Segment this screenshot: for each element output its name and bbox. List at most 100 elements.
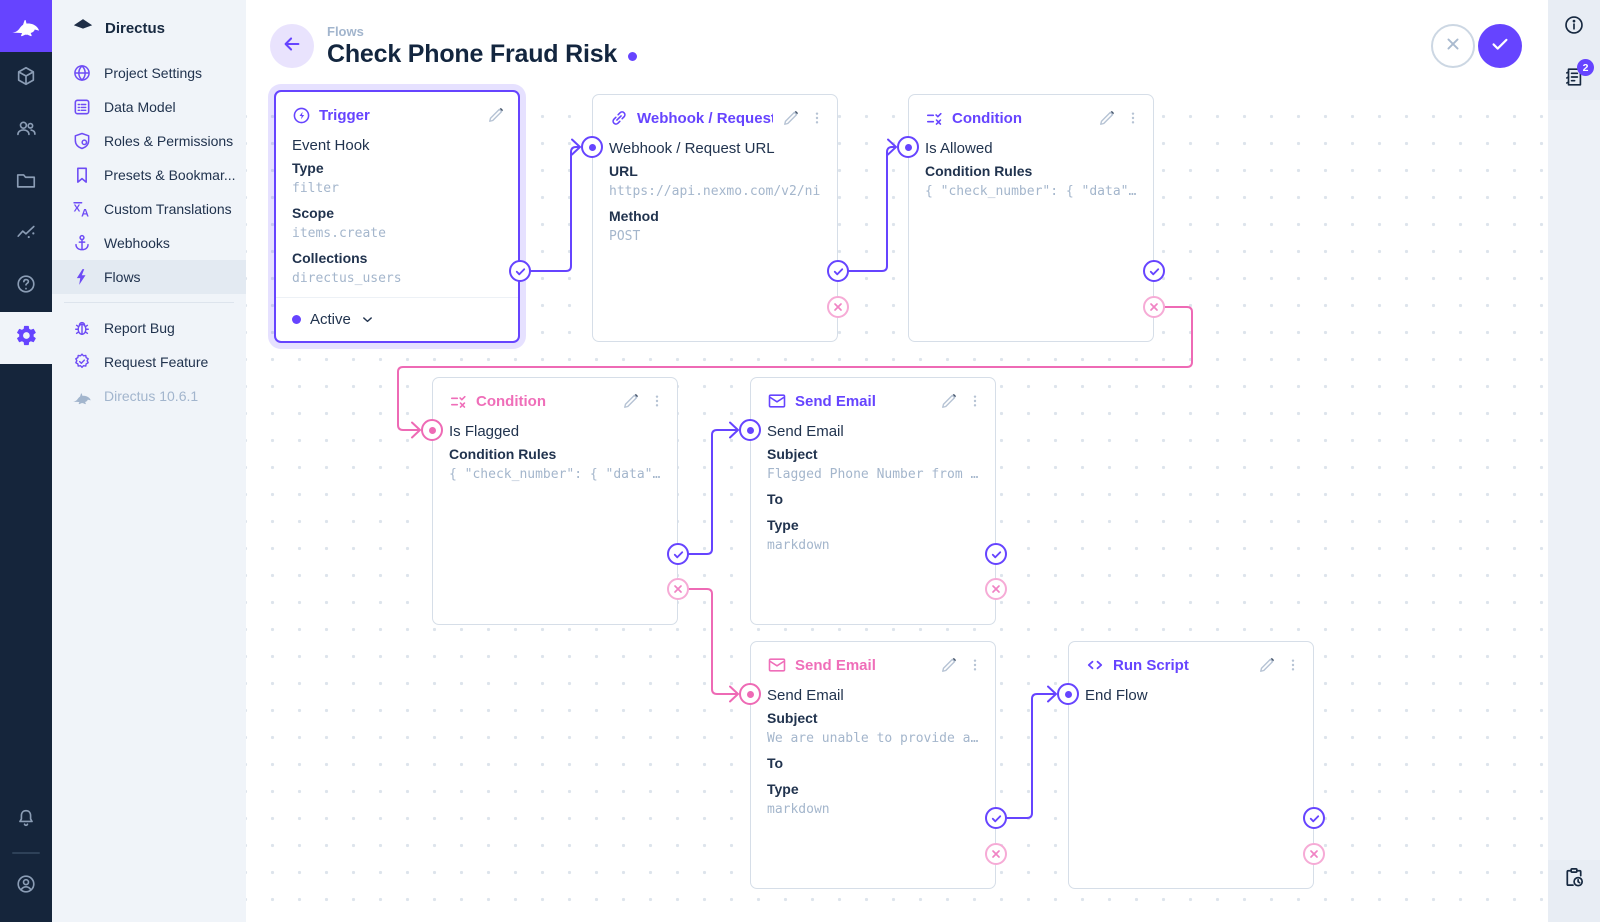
flow-card-run-script[interactable]: Run Script End Flow	[1068, 641, 1314, 889]
flow-history-button[interactable]	[1563, 866, 1586, 894]
flow-card-webhook[interactable]: Webhook / Request URL Webhook / Request …	[592, 94, 838, 342]
card-title: Send Email	[795, 392, 876, 410]
field-value: We are unable to provide a…	[767, 731, 979, 746]
sidebar-item-project-settings[interactable]: Project Settings	[52, 56, 246, 90]
sidebar-item-label: Webhooks	[104, 235, 170, 251]
flow-card-condition-allowed[interactable]: Condition Is Allowed Condition Rules { "…	[908, 94, 1154, 342]
edit-icon[interactable]	[781, 108, 801, 128]
directus-rabbit-icon	[11, 9, 41, 44]
sidebar-item-presets-bookmarks[interactable]: Presets & Bookmar...	[52, 158, 246, 192]
more-options-icon[interactable]	[967, 393, 983, 409]
card-body: Send Email Subject Flagged Phone Number …	[751, 411, 995, 555]
flow-card-send-email-unable[interactable]: Send Email Send Email Subject We are una…	[750, 641, 996, 889]
reject-connector[interactable]	[985, 843, 1007, 865]
card-title: Webhook / Request URL	[637, 109, 773, 127]
flow-card-send-email-flagged[interactable]: Send Email Send Email Subject Flagged Ph…	[750, 377, 996, 625]
sidebar-item-flows[interactable]: Flows	[52, 260, 246, 294]
data-model-icon	[72, 97, 92, 117]
card-head: Condition	[909, 95, 1153, 128]
sidebar-item-report-bug[interactable]: Report Bug	[52, 311, 246, 345]
reject-connector[interactable]	[667, 578, 689, 600]
edit-icon[interactable]	[939, 655, 959, 675]
operation-name: Send Email	[767, 687, 844, 704]
module-settings[interactable]	[0, 312, 52, 364]
card-head: Condition	[433, 378, 677, 411]
operation-name: Webhook / Request URL	[609, 140, 775, 157]
resolve-connector[interactable]	[1143, 260, 1165, 282]
field-label: Type	[767, 517, 799, 533]
info-button[interactable]	[1563, 14, 1585, 41]
edit-icon[interactable]	[486, 105, 506, 125]
save-button[interactable]	[1478, 24, 1522, 68]
input-connector[interactable]	[581, 136, 603, 158]
more-options-icon[interactable]	[1125, 110, 1141, 126]
flow-status-toggle[interactable]: Active	[276, 297, 518, 341]
module-content[interactable]	[0, 52, 52, 104]
reject-connector[interactable]	[1143, 296, 1165, 318]
reject-connector[interactable]	[1303, 843, 1325, 865]
operation-name: Is Flagged	[449, 423, 520, 440]
people-icon	[15, 117, 37, 144]
account-button[interactable]	[0, 860, 52, 912]
field-label: Condition Rules	[449, 446, 557, 462]
edit-icon[interactable]	[621, 391, 641, 411]
sidebar-item-webhooks[interactable]: Webhooks	[52, 226, 246, 260]
edit-icon[interactable]	[1097, 108, 1117, 128]
input-connector[interactable]	[897, 136, 919, 158]
input-connector[interactable]	[739, 419, 761, 441]
flow-card-trigger[interactable]: Trigger Event Hook Type filter Scope ite…	[274, 90, 520, 343]
resolve-connector[interactable]	[827, 260, 849, 282]
more-options-icon[interactable]	[967, 657, 983, 673]
more-options-icon[interactable]	[649, 393, 665, 409]
settings-nav-sidebar: Directus Project Settings Data Model Rol…	[52, 0, 246, 922]
sidebar-item-roles-permissions[interactable]: Roles & Permissions	[52, 124, 246, 158]
unsaved-dot	[628, 52, 638, 61]
trigger-bolt-icon	[292, 106, 311, 125]
cube-icon	[15, 65, 37, 92]
sidebar-item-request-feature[interactable]: Request Feature	[52, 345, 246, 379]
card-head: Send Email	[751, 642, 995, 675]
activity-log-button[interactable]: 2	[1563, 59, 1594, 88]
resolve-connector[interactable]	[985, 807, 1007, 829]
input-connector[interactable]	[1057, 683, 1079, 705]
bolt-icon	[72, 267, 92, 287]
module-user-directory[interactable]	[0, 104, 52, 156]
condition-icon	[449, 392, 468, 411]
module-file-library[interactable]	[0, 156, 52, 208]
project-header[interactable]: Directus	[52, 0, 246, 56]
insights-icon	[15, 221, 37, 248]
email-icon	[767, 391, 787, 411]
module-insights[interactable]	[0, 208, 52, 260]
flow-editor-main: Flows Check Phone Fraud Risk	[246, 0, 1548, 922]
directus-logo-button[interactable]	[0, 0, 52, 52]
reject-connector[interactable]	[827, 296, 849, 318]
resolve-connector[interactable]	[985, 543, 1007, 565]
card-body: End Flow	[1069, 675, 1313, 706]
sidebar-item-data-model[interactable]: Data Model	[52, 90, 246, 124]
resolve-connector[interactable]	[509, 260, 531, 282]
input-connector[interactable]	[421, 419, 443, 441]
back-button[interactable]	[270, 24, 314, 68]
more-options-icon[interactable]	[1285, 657, 1301, 673]
resolve-connector[interactable]	[667, 543, 689, 565]
discard-changes-button[interactable]	[1431, 24, 1475, 68]
module-help[interactable]	[0, 260, 52, 312]
resolve-connector[interactable]	[1303, 807, 1325, 829]
sidebar-item-label: Flows	[104, 269, 141, 285]
input-connector[interactable]	[739, 683, 761, 705]
reject-connector[interactable]	[985, 578, 1007, 600]
sidebar-divider	[64, 302, 234, 303]
page-header: Flows Check Phone Fraud Risk	[246, 0, 1548, 92]
edit-icon[interactable]	[939, 391, 959, 411]
email-icon	[767, 655, 787, 675]
more-options-icon[interactable]	[809, 110, 825, 126]
page-title: Check Phone Fraud Risk	[327, 39, 638, 69]
flow-card-condition-flagged[interactable]: Condition Is Flagged Condition Rules { "…	[432, 377, 678, 625]
notifications-button[interactable]	[0, 794, 52, 846]
sidebar-item-label: Custom Translations	[104, 201, 232, 217]
edit-icon[interactable]	[1257, 655, 1277, 675]
field-label: To	[767, 491, 784, 507]
page-title-text: Check Phone Fraud Risk	[327, 39, 618, 68]
